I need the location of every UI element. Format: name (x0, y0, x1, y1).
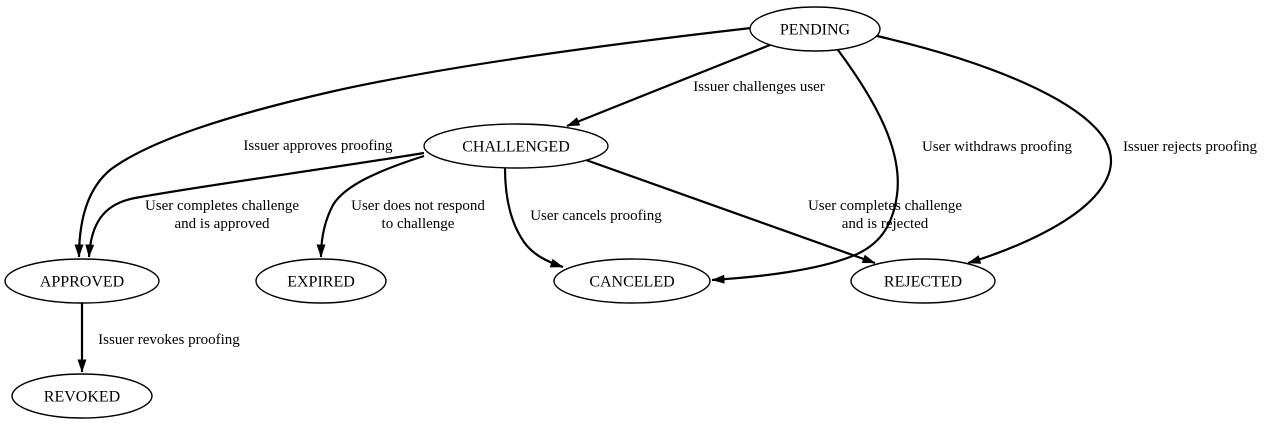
state-node-approved: APPROVED (4, 258, 160, 304)
edge-line-pending-canceled (711, 49, 899, 284)
state-node-pending: PENDING (749, 6, 881, 52)
state-node-expired: EXPIRED (255, 258, 387, 304)
edge-label-approved-revoked: Issuer revokes proofing (98, 332, 240, 348)
edge-label-pending-challenged: Issuer challenges user (693, 79, 825, 95)
state-label-pending: PENDING (780, 22, 851, 39)
state-label-rejected: REJECTED (884, 274, 962, 291)
edge-label-challenged-canceled: User cancels proofing (530, 208, 662, 224)
edge-line-challenged-canceled (503, 167, 564, 269)
edge-approved-revoked: Issuer revokes proofing (77, 303, 240, 373)
edge-pending-rejected: Issuer rejects proofing (876, 34, 1258, 265)
edge-line-pending-challenged (566, 43, 771, 128)
edge-pending-approved: Issuer approves proofing (74, 26, 752, 258)
state-ellipse-revoked (11, 373, 153, 419)
state-ellipse-pending (749, 6, 881, 52)
edge-line-challenged-rejected (585, 158, 876, 265)
edge-label-pending-approved: Issuer approves proofing (243, 138, 393, 154)
edge-label-pending-canceled: User withdraws proofing (922, 139, 1072, 155)
state-node-revoked: REVOKED (11, 373, 153, 419)
edge-line-challenged-expired (316, 154, 425, 258)
state-label-revoked: REVOKED (44, 389, 120, 406)
state-node-challenged: CHALLENGED (423, 123, 609, 169)
state-label-challenged: CHALLENGED (462, 139, 570, 156)
state-node-canceled: CANCELED (553, 258, 711, 304)
state-ellipse-challenged (423, 123, 609, 169)
state-label-canceled: CANCELED (589, 274, 674, 291)
state-ellipse-expired (255, 258, 387, 304)
state-label-approved: APPROVED (40, 274, 124, 291)
state-node-rejected: REJECTED (850, 258, 996, 304)
edge-label-pending-rejected: Issuer rejects proofing (1123, 139, 1258, 155)
edge-line-challenged-approved (85, 151, 425, 258)
state-ellipse-rejected (850, 258, 996, 304)
state-ellipse-approved (4, 258, 160, 304)
edge-line-pending-approved (74, 26, 752, 258)
edge-pending-challenged: Issuer challenges user (566, 43, 825, 128)
edge-pending-canceled: User withdraws proofing (711, 49, 1072, 284)
edge-challenged-canceled: User cancels proofing (503, 167, 662, 269)
state-ellipse-canceled (553, 258, 711, 304)
edge-line-pending-rejected (876, 34, 1113, 265)
state-label-expired: EXPIRED (287, 274, 355, 291)
